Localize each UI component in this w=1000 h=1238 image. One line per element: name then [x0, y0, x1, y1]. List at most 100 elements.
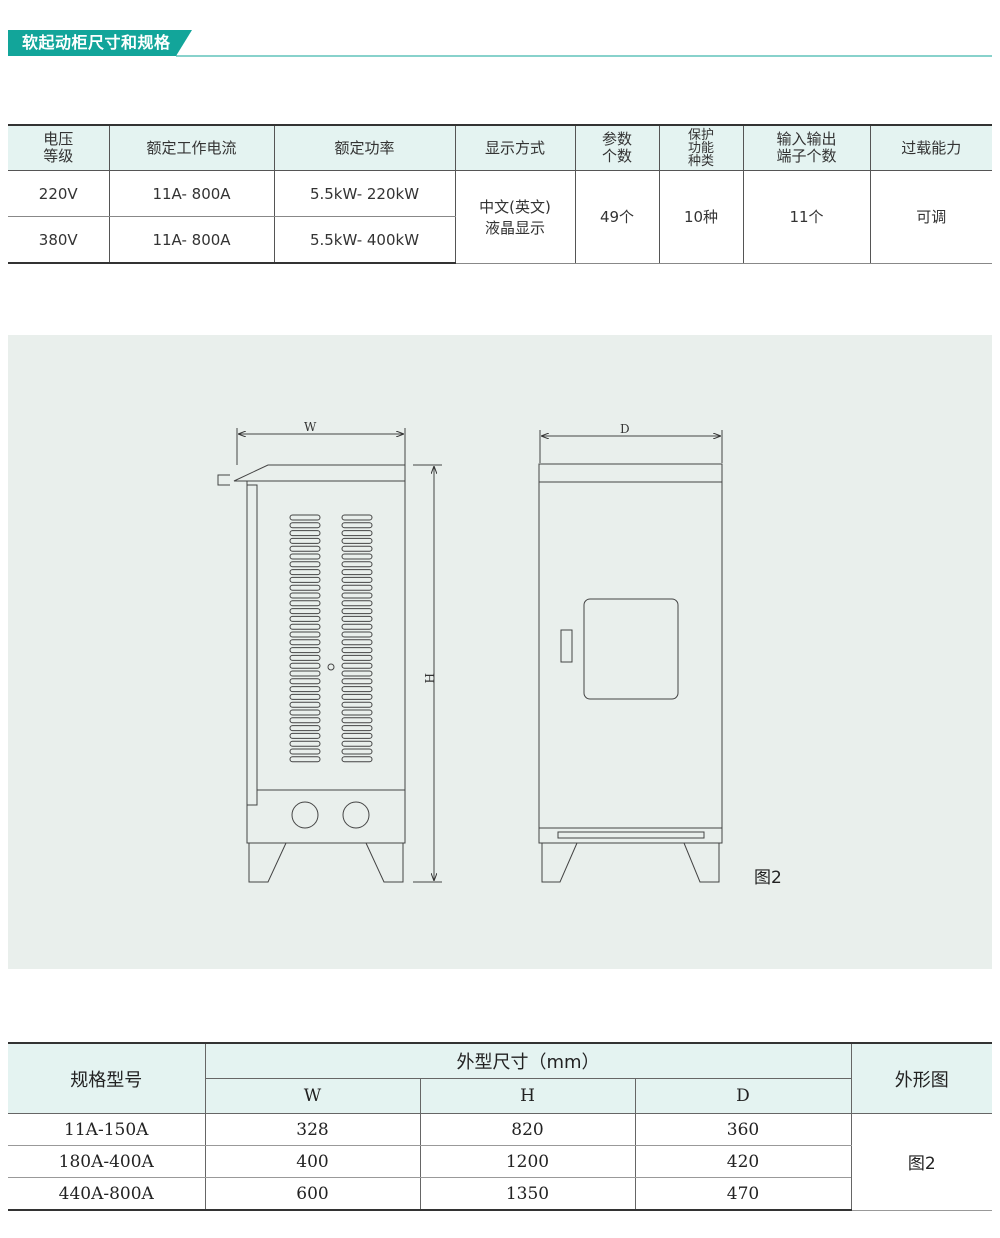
vent-slot	[289, 584, 321, 591]
vent-slot	[341, 725, 373, 732]
d-cell: 360	[634, 1113, 852, 1146]
header-rated-current: 额定工作电流	[108, 124, 275, 171]
vent-slot	[341, 576, 373, 583]
section-header-tab	[8, 30, 192, 56]
vent-slot	[341, 701, 373, 708]
display-cell: 中文(英文)液晶显示	[454, 170, 576, 264]
vent-slot	[289, 709, 321, 716]
vent-slot	[341, 654, 373, 661]
drawing-panel: W D H 图2	[8, 335, 992, 969]
vent-slot	[289, 748, 321, 755]
vent-slot	[289, 654, 321, 661]
table-row: 11A-150A 328 820 360 图2	[8, 1113, 992, 1211]
vent-slot	[289, 561, 321, 568]
vent-slot	[341, 670, 373, 677]
vent-slot	[289, 717, 321, 724]
vent-slot	[289, 530, 321, 537]
spec-table: 电压等级 额定工作电流 额定功率 显示方式 参数个数 保护功能种类 输入输出端子…	[8, 124, 992, 264]
vent-slot	[341, 530, 373, 537]
vent-slot	[341, 584, 373, 591]
vent-slot	[289, 569, 321, 576]
width-label: W	[304, 420, 317, 434]
w-cell: 600	[204, 1177, 421, 1211]
vent-slot	[289, 670, 321, 677]
vent-slot	[341, 693, 373, 700]
vent-slot	[289, 639, 321, 646]
dimension-table-subheader-row: W H D	[8, 1078, 992, 1114]
front-view	[538, 430, 723, 883]
vent-slot	[289, 623, 321, 630]
vent-slot	[289, 701, 321, 708]
table-row: 220V 11A- 800A 5.5kW- 220kW 中文(英文)液晶显示 4…	[8, 170, 992, 264]
header-rated-power: 额定功率	[273, 124, 456, 171]
vent-slot	[341, 662, 373, 669]
section-header: 软起动柜尺寸和规格	[0, 28, 1000, 60]
vent-slot	[289, 662, 321, 669]
figure-label: 图2	[754, 868, 782, 888]
vent-slot	[341, 615, 373, 622]
vent-slot	[341, 569, 373, 576]
vent-slot	[341, 537, 373, 544]
d-cell: 470	[634, 1177, 851, 1211]
vent-slot	[289, 608, 321, 615]
vent-slot	[341, 600, 373, 607]
vent-slot	[289, 678, 321, 685]
protection-cell: 10种	[658, 170, 744, 264]
dimension-table: 规格型号 外型尺寸（mm） 外形图 W H D 11A-150A 328 820…	[8, 1042, 992, 1211]
table-row: 440A-800A 600 1350 470	[8, 1177, 992, 1211]
vent-slot	[289, 740, 321, 747]
header-io-terminals: 输入输出端子个数	[742, 124, 871, 171]
height-label: H	[422, 673, 436, 683]
vent-slot	[289, 514, 321, 521]
h-cell: 820	[419, 1113, 636, 1146]
model-cell: 11A-150A	[8, 1113, 206, 1146]
side-view	[217, 428, 442, 883]
current-cell: 11A- 800A	[108, 170, 275, 217]
power-cell: 5.5kW- 220kW	[273, 170, 456, 217]
table-row: 180A-400A 400 1200 420	[8, 1145, 992, 1178]
d-cell: 420	[634, 1145, 851, 1178]
io-terminals-cell: 11个	[742, 170, 871, 264]
vent-slot	[341, 623, 373, 630]
header-h: H	[419, 1078, 636, 1114]
header-w: W	[205, 1078, 421, 1114]
vent-slot	[289, 592, 321, 599]
power-cell: 5.5kW- 400kW	[273, 216, 455, 264]
header-model: 规格型号	[8, 1042, 206, 1114]
vent-slot	[341, 647, 373, 654]
spec-table-header-row: 电压等级 额定工作电流 额定功率 显示方式 参数个数 保护功能种类 输入输出端子…	[8, 124, 992, 171]
vent-slot	[289, 615, 321, 622]
figure-cell: 图2	[850, 1113, 992, 1211]
vent-slot	[289, 693, 321, 700]
vent-slot	[341, 553, 373, 560]
vent-slot	[341, 709, 373, 716]
header-voltage: 电压等级	[8, 124, 110, 171]
cabinet-drawing: W D H	[217, 420, 723, 883]
header-outline-figure: 外形图	[850, 1042, 992, 1114]
model-cell: 180A-400A	[8, 1145, 206, 1178]
vent-slot	[289, 553, 321, 560]
vent-slot	[341, 522, 373, 529]
h-cell: 1200	[419, 1145, 636, 1178]
w-cell: 400	[204, 1145, 421, 1178]
vent-slot	[289, 522, 321, 529]
section-title: 软起动柜尺寸和规格	[22, 33, 171, 52]
vent-slot	[341, 639, 373, 646]
w-cell: 328	[204, 1113, 421, 1146]
vent-slot	[341, 756, 373, 763]
vent-slot	[289, 647, 321, 654]
overload-cell: 可调	[869, 170, 992, 264]
vent-slot	[341, 608, 373, 615]
vent-slot	[341, 514, 373, 521]
vent-slot	[289, 756, 321, 763]
header-overload: 过载能力	[869, 124, 992, 171]
header-display-mode: 显示方式	[454, 124, 576, 171]
vent-slot	[341, 686, 373, 693]
vent-slot	[289, 576, 321, 583]
depth-label: D	[620, 422, 630, 436]
dimension-table-header-row: 规格型号 外型尺寸（mm） 外形图	[8, 1042, 992, 1114]
h-cell: 1350	[419, 1177, 636, 1211]
table-row: 380V 11A- 800A 5.5kW- 400kW	[8, 216, 992, 264]
current-cell: 11A- 800A	[108, 216, 275, 264]
vent-slot	[289, 537, 321, 544]
